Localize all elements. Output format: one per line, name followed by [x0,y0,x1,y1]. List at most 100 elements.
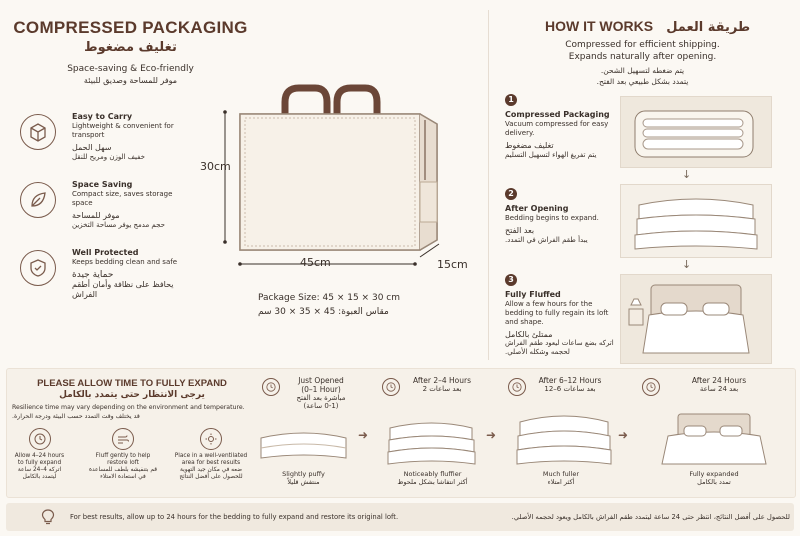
tip-text: Fluff gently to help restore loft [95,453,151,466]
tip-text: Place in a well-ventilated area for best… [174,453,248,466]
clock-icon [508,378,526,396]
step-2: 2 After Opening Bedding begins to expand… [505,188,615,245]
feature-title-ar: سهل الحمل [72,143,112,152]
intro-1: Compressed for efficient shipping. [565,40,720,50]
stage-caption: Slightly puffy [282,470,325,478]
lightbulb-icon [40,508,56,530]
feature-title: Space Saving [72,180,133,189]
tip-text-ar: قم بتنفيشه بلطف للمساعدة في استعادة الام… [88,467,158,480]
stage-time-ar: بعد ساعات 6–12 [544,385,596,393]
arrow-right-icon: ➜ [618,428,629,442]
left-title-ar: تغليف مضغوط [84,40,177,55]
clock-icon [642,378,660,396]
stage-time: After 24 Hours [691,376,747,385]
step-desc: Allow a few hours for the bedding to ful… [505,300,609,326]
step-title-ar: ممتلئ بالكامل [505,330,553,339]
feature-desc: Keeps bedding clean and safe [72,258,178,266]
stage-caption: Fully expanded [689,470,739,478]
footer-text: For best results, allow up to 24 hours f… [70,513,399,521]
stage-time: After 6–12 Hours [538,376,602,385]
stage-time: Just Opened [298,376,344,385]
feature-title: Easy to Carry [72,112,133,121]
bottom-title: PLEASE ALLOW TIME TO FULLY EXPAND [37,378,227,389]
step-desc: Bedding begins to expand. [505,214,599,222]
step-desc-ar: يتم تفريغ الهواء لتسهيل التسليم [505,151,597,159]
tip-text-ar: اتركه 4–24 ساعة ليتمدد بالكامل [17,467,62,480]
footer-bar [6,503,794,531]
arrow-right-icon: ➜ [486,428,497,442]
bottom-note: Resilience time may vary depending on th… [12,404,245,411]
step-title-ar: تغليف مضغوط [505,141,554,150]
tip-item: Allow 4–24 hours to fully expand اتركه 4… [12,428,67,481]
package-size: Package Size: 45 × 15 × 30 cm [258,293,400,303]
tip-item: Place in a well-ventilated area for best… [172,428,250,481]
step-desc-ar: اتركه بضع ساعات ليعود طقم الفراش لحجمه و… [505,339,614,356]
stage-image [384,418,479,468]
arrow-right-icon: ➜ [358,428,369,442]
stage-time-ar: بعد ساعات 2 [422,385,462,393]
step-number: 2 [505,188,517,200]
stage-time-ar2: (0-1 ساعة) [303,402,339,410]
step-desc-ar: يبدأ طقم الفراش في التمدد. [505,236,588,244]
bag-illustration [215,82,465,282]
arrow-down-icon: ↓ [682,258,692,271]
step-title: Fully Fluffed [505,290,561,299]
stage-caption-ar: أكثر امتلاء [547,478,575,486]
step-3: 3 Fully Fluffed Allow a few hours for th… [505,274,615,357]
intro-ar-2: يتمدد بشكل طبيعي بعد الفتح. [596,77,689,86]
step-1: 1 Compressed Packaging Vacuum compressed… [505,94,615,160]
step-title: Compressed Packaging [505,110,610,119]
clock-icon [28,428,51,450]
wind-icon [112,428,134,450]
tip-text: Allow 4–24 hours to fully expand [14,453,65,466]
intro-2: Expands naturally after opening. [568,52,717,62]
stage-time-ar: بعد 24 ساعة [699,385,739,393]
arrow-down-icon: ↓ [682,168,692,181]
feature-desc-ar: خفيف الوزن ومريح للنقل [72,153,145,161]
stage-time2: (0–1 Hour) [301,385,341,394]
stage-time: After 2–4 Hours [412,376,472,385]
feature-desc-ar: حجم مدمج يوفر مساحة التخزين [72,221,165,229]
step-title: After Opening [505,204,569,213]
left-subtitle-ar: موفر للمساحة وصديق للبيئة [83,76,178,85]
step-desc: Vacuum compressed for easy delivery. [505,120,609,137]
clock-icon [382,378,400,396]
feature-title-ar: موفر للمساحة [72,211,120,220]
feature-desc: Compact size, saves storage space [72,190,173,207]
step-1-image [620,96,772,168]
box-icon [20,114,56,150]
feature-title: Well Protected [72,248,139,257]
left-title: COMPRESSED PACKAGING [13,18,248,37]
leaf-icon [20,182,56,218]
stage-time-ar: مباشرة بعد الفتح [296,394,346,402]
clock-icon [262,378,280,396]
feature-desc: Lightweight & convenient for transport [72,122,174,139]
intro-ar-1: يتم ضغطه لتسهيل الشحن. [600,66,685,75]
step-3-image [620,274,772,364]
stage-image [256,426,351,466]
bottom-note-ar: قد يختلف وقت التمدد حسب البيئة ودرجة الح… [12,413,140,420]
footer-text-ar: للحصول على أفضل النتائج، انتظر حتى 24 سا… [511,513,790,521]
step-number: 3 [505,274,517,286]
step-title-ar: بعد الفتح [505,226,535,235]
tip-text-ar: ضعه في مكان جيد التهوية للحصول على أفضل … [179,467,243,480]
left-subtitle: Space-saving & Eco-friendly [67,64,194,74]
how-it-works-title: HOW IT WORKS [545,18,654,34]
how-it-works-header: HOW IT WORKS طريقة العمل [545,16,785,35]
dim-depth: 15cm [437,258,468,271]
sun-icon [200,428,222,450]
feature-desc-ar: يحافظ على نظافة وأمان أطقم الفراش [72,280,174,299]
tip-item: Fluff gently to help restore loft قم بتن… [88,428,158,481]
feature-title-ar: حماية جيدة [72,270,114,280]
stage-caption-ar: أكثر انتفاشا بشكل ملحوظ [397,478,468,486]
dim-height: 30cm [200,160,231,173]
how-it-works-title-ar: طريقة العمل [666,20,751,35]
panel-divider [488,10,489,360]
stage-image [648,410,778,468]
stage-caption-ar: منتفش قليلاً [287,478,320,486]
stage-caption: Much fuller [542,470,580,478]
dim-width: 45cm [300,256,331,269]
package-size-ar: مقاس العبوة: 45 × 35 × 30 سم [258,307,389,317]
step-number: 1 [505,94,517,106]
stage-image [514,412,614,468]
